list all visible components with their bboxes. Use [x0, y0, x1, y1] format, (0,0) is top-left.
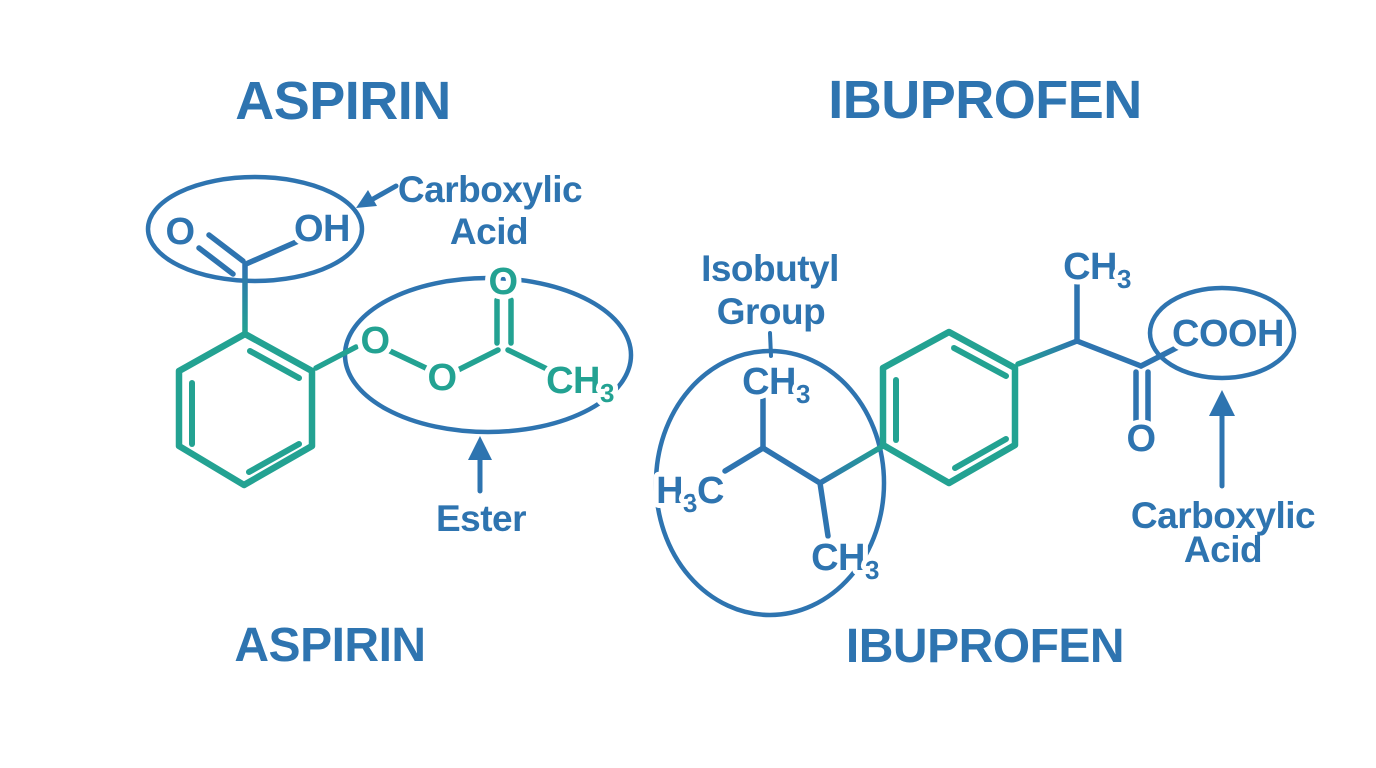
aspirin-carboxylic-bonds: [196, 232, 306, 335]
ibuprofen-footer-label: IBUPROFEN: [846, 620, 1124, 673]
ibuprofen-isobutyl-bonds: [722, 396, 886, 539]
aspirin-ester-bonds: [313, 297, 552, 373]
arrow-head: [1209, 390, 1235, 416]
aspirin-ester-label: Ester: [436, 498, 526, 539]
bond-line: [196, 245, 236, 277]
arrow-head: [356, 190, 377, 208]
aspirin-title: ASPIRIN: [235, 71, 451, 131]
ibuprofen-carboxylic-callout: Carboxylic Acid: [1131, 390, 1316, 570]
ibuprofen-cooh-atom: COOH: [1172, 313, 1284, 355]
ibuprofen-carboxylic-label-line2: Acid: [1184, 529, 1262, 570]
ibuprofen-benzene-double-bonds: [893, 345, 1009, 471]
ibuprofen-benzene-ring: [879, 328, 1019, 487]
ibuprofen-methyl-bottom-atom: CH3: [811, 537, 879, 585]
bond-line: [817, 443, 886, 486]
bond-line: [1015, 338, 1080, 367]
aspirin-benzene-double-bonds: [189, 348, 302, 475]
aspirin-ester-o1-atom: O: [360, 320, 389, 362]
ibuprofen-chain-bonds: [1015, 281, 1183, 424]
bond-line: [760, 445, 823, 486]
ibuprofen-chain-methyl-atom: CH3: [1063, 246, 1131, 294]
aspirin-carboxylic-label-line1: Carboxylic: [398, 169, 582, 210]
ibuprofen-isobutyl-label-line2: Group: [717, 291, 825, 332]
bond-line: [243, 236, 306, 267]
aspirin-ester-o2-atom: O: [427, 357, 456, 399]
bond-line: [817, 480, 831, 539]
pointer-line: [768, 331, 773, 358]
aspirin-ester-methyl-atom: CH3: [546, 360, 614, 408]
aspirin-structure: O OH O O O CH3 Carboxylic Acid Ester: [145, 169, 634, 539]
aspirin-carboxylic-label-line2: Acid: [450, 211, 528, 252]
ibuprofen-carbonyl-o-atom: O: [1126, 418, 1155, 460]
bond-line: [206, 232, 246, 264]
ibuprofen-structure: CH3 H3C CH3 CH3 O COOH Isobutyl Group Ca…: [651, 241, 1316, 618]
arrow-head: [468, 436, 492, 460]
aspirin-footer-label: ASPIRIN: [234, 619, 425, 672]
ibuprofen-methyl-left-atom: H3C: [656, 470, 724, 518]
aspirin-benzene-ring: [175, 330, 316, 489]
ibuprofen-carboxylic-label-line1: Carboxylic: [1131, 495, 1315, 536]
ibuprofen-isobutyl-label-line1: Isobutyl: [701, 248, 839, 289]
aspirin-hydroxyl-atom: OH: [294, 208, 350, 250]
bond-line: [455, 347, 501, 373]
aspirin-carbonyl-o-atom: O: [165, 211, 194, 253]
arrow-shaft: [370, 183, 399, 202]
bond-line: [505, 347, 552, 373]
bond-line: [1074, 338, 1144, 369]
aspirin-carboxylic-circle: [145, 174, 365, 284]
aspirin-ester-carbonyl-o-atom: O: [488, 261, 517, 303]
ibuprofen-cooh-circle: [1147, 285, 1297, 381]
bond-line: [952, 436, 1009, 471]
aspirin-ester-callout: Ester: [436, 436, 527, 539]
bond-line: [722, 445, 766, 474]
bond-line: [247, 348, 302, 381]
ibuprofen-title: IBUPROFEN: [828, 70, 1142, 130]
ibuprofen-isobutyl-callout: Isobutyl Group: [701, 248, 839, 358]
bond-line: [246, 441, 302, 475]
bond-line: [387, 348, 431, 372]
aspirin-carboxylic-callout: Carboxylic Acid: [356, 169, 583, 252]
ibuprofen-methyl-top-atom: CH3: [742, 361, 810, 409]
bond-line: [313, 344, 359, 371]
bond-line: [951, 345, 1009, 379]
bond-line: [1138, 343, 1183, 369]
